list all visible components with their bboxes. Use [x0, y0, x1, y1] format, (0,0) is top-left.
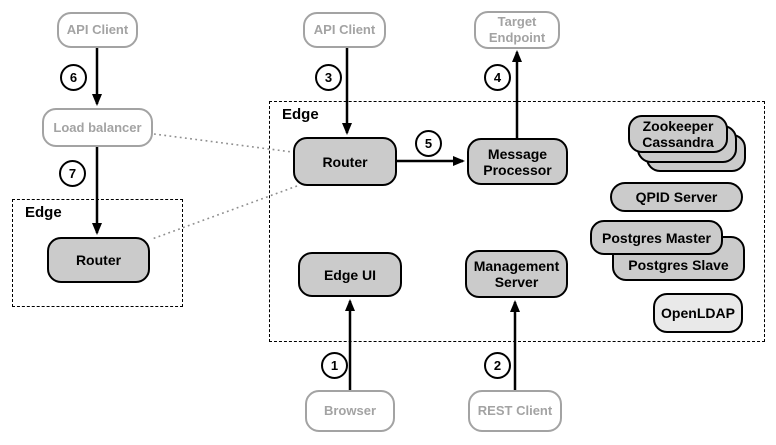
step-number: 3: [324, 70, 333, 85]
node-message-processor: Message Processor: [467, 138, 568, 185]
node-label: Edge UI: [323, 266, 377, 283]
step-badge-5: 5: [415, 130, 442, 157]
node-label: API Client: [66, 22, 129, 37]
node-label: Router: [322, 153, 368, 170]
node-load-balancer: Load balancer: [42, 108, 153, 147]
step-number: 5: [424, 136, 433, 151]
node-label: REST Client: [477, 403, 553, 418]
node-label-line2: Endpoint: [488, 30, 546, 45]
node-label: QPID Server: [635, 189, 718, 205]
node-api-client-mid: API Client: [303, 12, 386, 48]
step-number: 6: [69, 70, 78, 85]
edge-zone-main-label: Edge: [282, 106, 319, 123]
node-router-left: Router: [47, 237, 150, 283]
node-router-mid: Router: [293, 137, 397, 186]
step-badge-2: 2: [484, 352, 511, 379]
node-api-client-left: API Client: [57, 12, 138, 48]
step-badge-6: 6: [60, 64, 87, 91]
node-openldap: OpenLDAP: [653, 293, 743, 333]
node-target-endpoint: Target Endpoint: [474, 11, 560, 49]
step-number: 2: [493, 358, 502, 373]
step-number: 7: [68, 166, 77, 181]
node-edge-ui: Edge UI: [298, 252, 402, 297]
node-label-line2: Processor: [483, 161, 552, 178]
node-rest-client: REST Client: [468, 390, 562, 432]
node-qpid-server: QPID Server: [610, 182, 743, 212]
node-label-line1: Management: [473, 258, 560, 274]
node-label-line1: Zookeeper: [642, 118, 714, 134]
node-label: Postgres Master: [602, 229, 711, 246]
node-label-line2: Cassandra: [642, 134, 714, 150]
node-label-line2: Server: [494, 274, 539, 290]
step-badge-3: 3: [315, 64, 342, 91]
step-badge-4: 4: [484, 64, 511, 91]
node-management-server: Management Server: [465, 250, 568, 298]
node-label: Postgres Slave: [628, 257, 729, 273]
node-label-line1: Message: [487, 145, 548, 162]
step-badge-1: 1: [321, 352, 348, 379]
node-label: API Client: [313, 22, 376, 37]
step-number: 4: [493, 70, 502, 85]
node-label: OpenLDAP: [661, 305, 735, 321]
node-postgres-master: Postgres Master: [590, 220, 723, 255]
edge-zone-secondary-label: Edge: [25, 204, 62, 221]
step-badge-7: 7: [59, 160, 86, 187]
node-browser: Browser: [305, 390, 395, 432]
node-label: Router: [75, 252, 122, 268]
node-label-line1: Target: [497, 14, 537, 29]
node-label: Browser: [323, 403, 377, 418]
node-label: Load balancer: [53, 119, 142, 135]
step-number: 1: [330, 358, 339, 373]
node-zookeeper-cassandra: Zookeeper Cassandra: [628, 115, 728, 153]
